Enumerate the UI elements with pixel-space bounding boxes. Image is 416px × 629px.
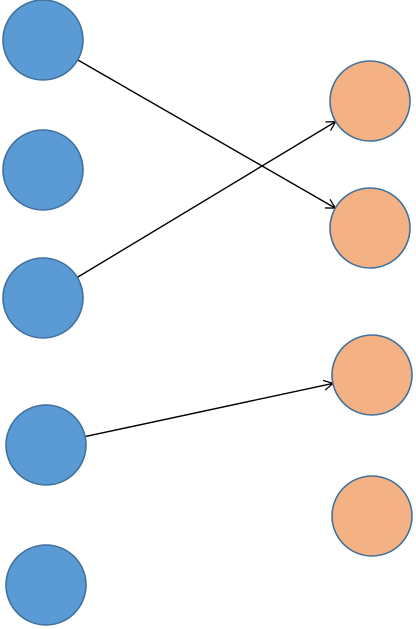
edge-arrow-l4-r3 bbox=[84, 379, 335, 438]
right-node-r1 bbox=[329, 60, 411, 142]
left-node-l1 bbox=[2, 0, 84, 81]
left-node-l4 bbox=[5, 404, 87, 486]
left-node-l2 bbox=[2, 129, 84, 211]
edge-arrow-l1-r2 bbox=[77, 59, 337, 209]
left-node-l5 bbox=[5, 544, 87, 626]
right-node-r2 bbox=[329, 187, 411, 269]
left-node-l3 bbox=[2, 257, 84, 339]
edges-layer bbox=[76, 59, 337, 438]
right-node-r4 bbox=[331, 475, 413, 557]
right-node-r3 bbox=[331, 334, 413, 416]
edge-arrow-l3-r1 bbox=[76, 120, 337, 278]
